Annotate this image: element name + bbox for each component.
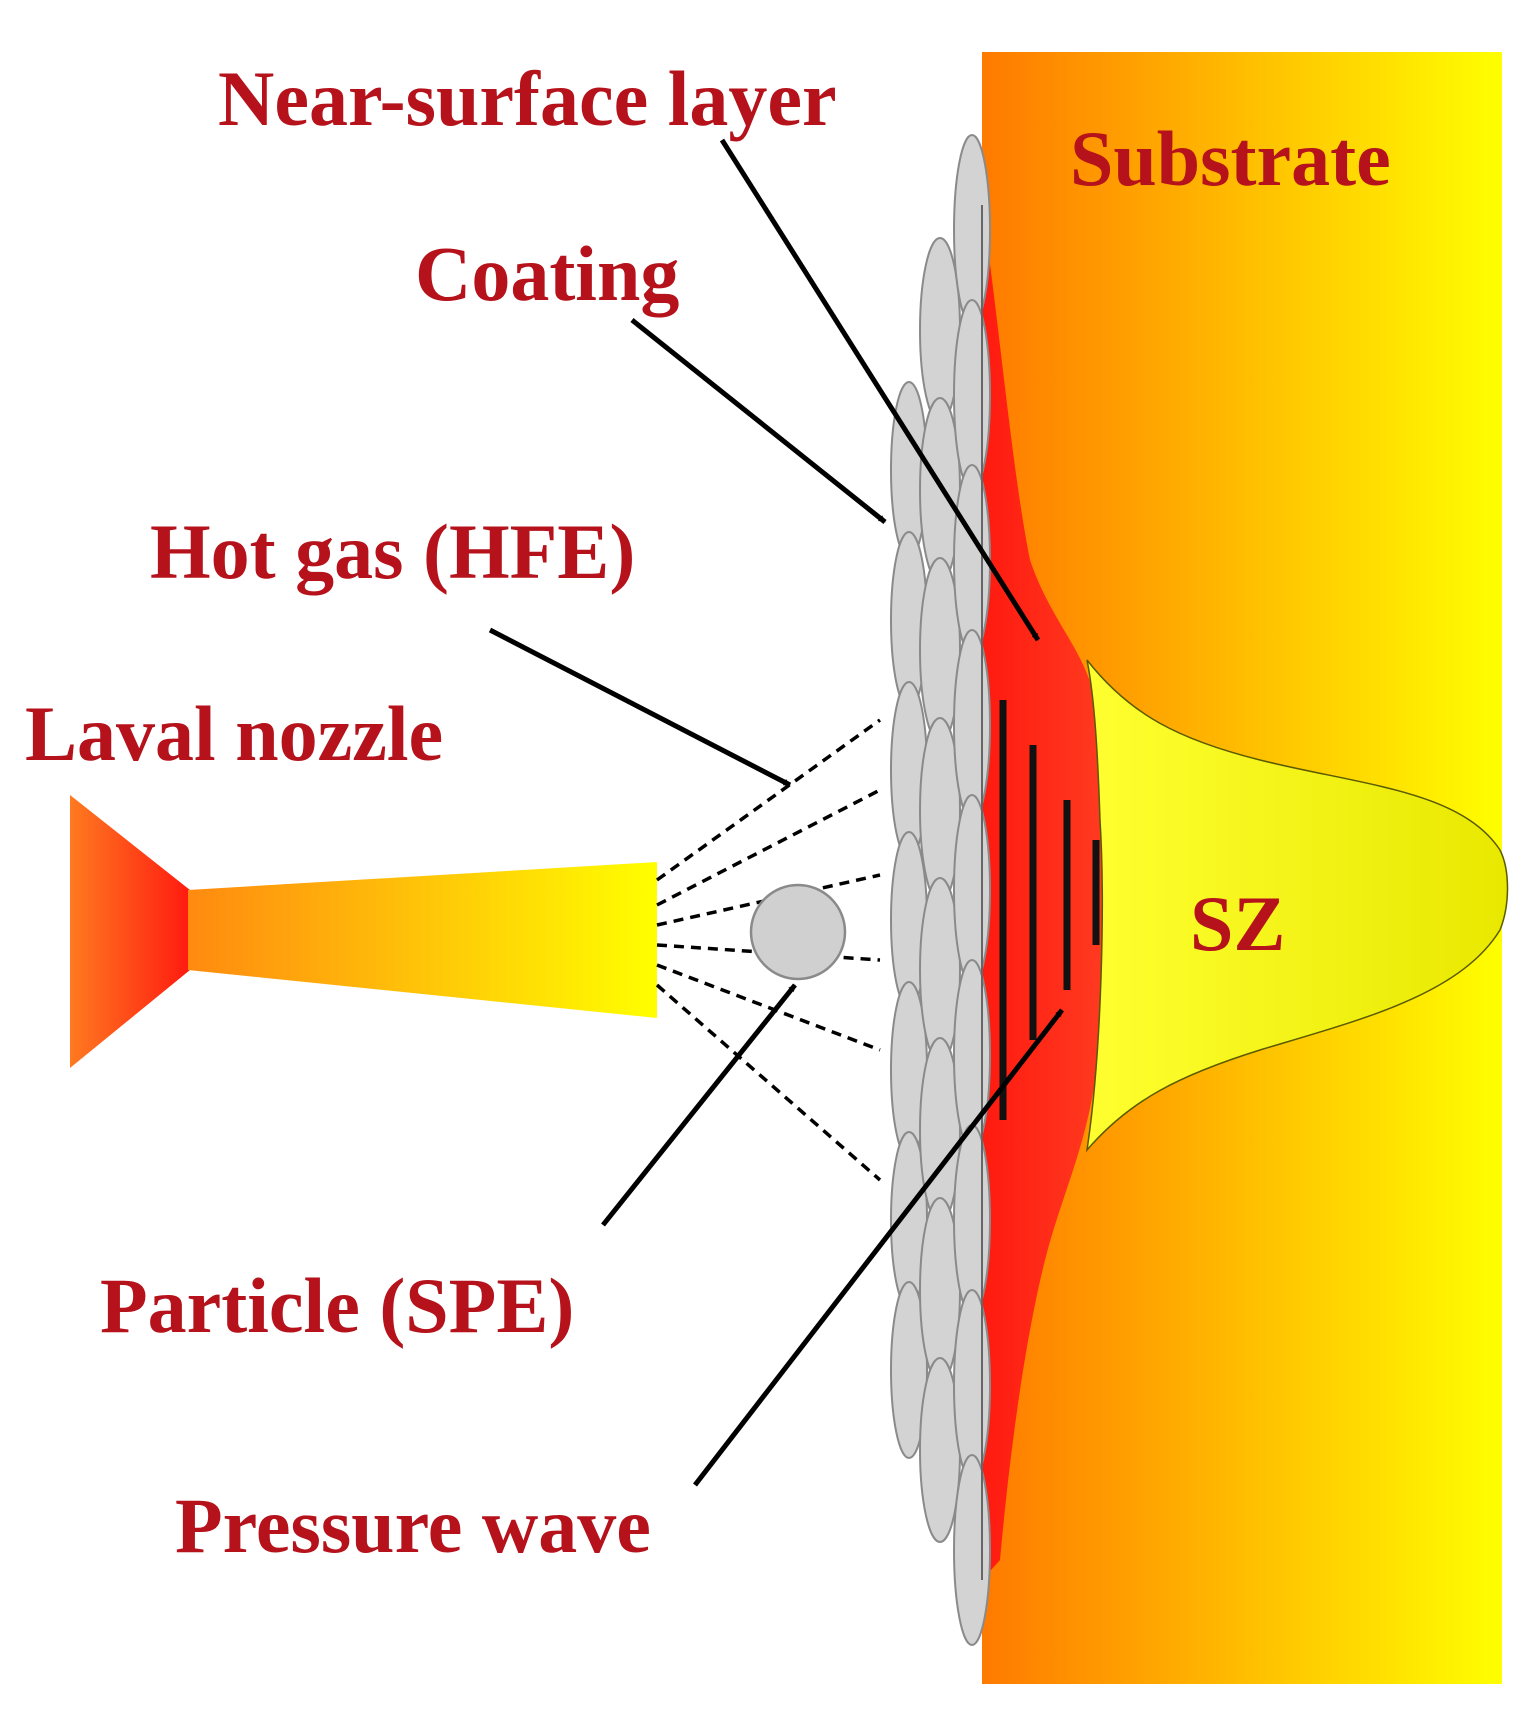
coating-splat: [953, 1124, 991, 1316]
label-hot-gas: Hot gas (HFE): [150, 508, 635, 595]
nozzle-divergent-tube: [188, 862, 657, 1018]
coating-splat: [890, 1281, 928, 1459]
label-coating: Coating: [415, 230, 679, 317]
callout-arrows: [488, 138, 1064, 1487]
arrow-particle: [601, 983, 797, 1227]
label-laval-nozzle: Laval nozzle: [25, 690, 443, 777]
arrow-coating: [630, 318, 887, 524]
label-pressure-wave: Pressure wave: [175, 1482, 651, 1569]
coating-splats: [890, 134, 991, 1646]
sz-zone: [1085, 659, 1509, 1153]
arrow-pressure-wave: [693, 1008, 1064, 1487]
coating-splat: [953, 299, 991, 491]
label-substrate: Substrate: [1070, 115, 1391, 202]
label-sz: SZ: [1190, 880, 1285, 967]
near-surface-layer-band: [982, 205, 1103, 1580]
coating-splat: [953, 1454, 991, 1646]
labels: Near-surface layer Substrate Coating Hot…: [25, 55, 1391, 1569]
coating-splat: [953, 134, 991, 326]
particle: [749, 883, 847, 981]
label-particle: Particle (SPE): [100, 1262, 574, 1349]
coating-splat: [953, 794, 991, 986]
coating-splat: [953, 629, 991, 821]
coating-splat: [953, 1289, 991, 1481]
coating-splat: [953, 959, 991, 1151]
laval-nozzle: [70, 795, 657, 1068]
pressure-wave-lines: [999, 700, 1100, 1120]
nozzle-convergent-cone: [70, 795, 190, 1068]
label-near-surface-layer: Near-surface layer: [218, 55, 837, 142]
arrow-near-surface-layer: [719, 138, 1041, 642]
arrow-hot-gas: [488, 627, 792, 788]
